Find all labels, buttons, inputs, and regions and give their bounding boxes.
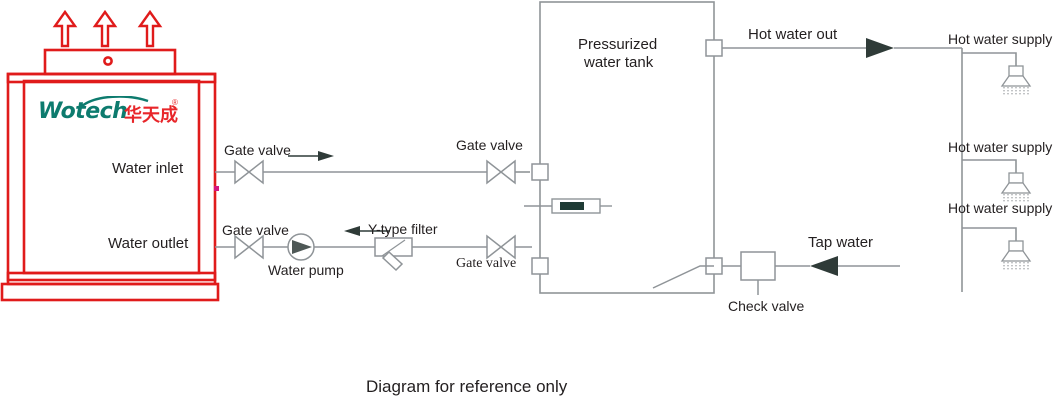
cabinet-connector-stub [214, 186, 219, 191]
tank-title-line-1: Pressurized [578, 36, 658, 53]
heat-pump-unit [0, 9, 220, 302]
label-gate-valve-inlet-1: Gate valve [224, 142, 291, 158]
gate-valve-icon [486, 234, 516, 260]
check-valve-icon [740, 251, 776, 295]
branch-pipe [962, 159, 1017, 173]
y-type-filter-icon [374, 237, 413, 272]
tank-port-left-lower [531, 257, 549, 275]
shower-head-icon [1000, 172, 1032, 203]
gate-valve-icon [234, 234, 264, 260]
label-y-type-filter: Y-type filter [368, 221, 438, 237]
supply-riser [961, 48, 1017, 292]
shower-head-icon [1000, 240, 1032, 271]
gate-valve-icon [234, 159, 264, 185]
branch-pipe [962, 52, 1017, 66]
logo-swoosh-icon [81, 96, 149, 107]
label-check-valve: Check valve [728, 298, 805, 314]
flow-arrow-left-icon [344, 226, 390, 236]
logo-chinese-name: 华天成 [124, 105, 178, 126]
tank-port-right-upper [705, 39, 723, 57]
flow-arrow-left-icon [810, 256, 838, 276]
pressurized-water-tank [524, 1, 723, 294]
unit-bottom-plate [6, 271, 217, 286]
label-gate-valve-inlet-2: Gate valve [456, 137, 523, 153]
diagram-caption: Diagram for reference only [366, 377, 568, 396]
fan-hood [43, 48, 177, 76]
tank-body [539, 1, 715, 294]
logo-trademark-symbol: ® [172, 98, 178, 107]
label-tap-water: Tap water [808, 234, 874, 251]
gate-valve-icon [486, 159, 516, 185]
circle-vent-icon [103, 56, 113, 66]
label-hot-water-supply-2: Hot water supply [948, 139, 1053, 155]
unit-base-skid [0, 282, 220, 302]
branch-pipe [962, 227, 1017, 241]
label-hot-water-supply-1: Hot water supply [948, 31, 1053, 47]
label-gate-valve-outlet-1: Gate valve [222, 222, 289, 238]
flow-arrow-right-icon [866, 38, 894, 58]
electric-heater-icon [524, 198, 612, 214]
wotech-logo: Wotech 华天成 ® [38, 96, 180, 128]
logo-wordmark: Wotech [38, 99, 128, 124]
label-water-pump: Water pump [268, 262, 344, 278]
label-hot-water-supply-3: Hot water supply [948, 200, 1053, 216]
label-water-outlet: Water outlet [108, 235, 189, 252]
tank-dip-tube [652, 265, 714, 289]
unit-outer-frame [6, 72, 217, 282]
tank-title-line-2: water tank [584, 54, 654, 71]
tank-port-left-upper [531, 163, 549, 181]
airflow-arrow-icon [52, 9, 78, 48]
shower-head-icon [1000, 65, 1032, 96]
centrifugal-pump-icon [287, 233, 315, 261]
airflow-arrow-icon [92, 9, 118, 48]
label-gate-valve-outlet-2: Gate valve [456, 256, 517, 271]
airflow-arrow-icon [137, 9, 163, 48]
label-water-inlet: Water inlet [112, 160, 184, 177]
label-hot-water-out: Hot water out [748, 26, 838, 43]
flow-arrow-right-icon [288, 151, 334, 161]
